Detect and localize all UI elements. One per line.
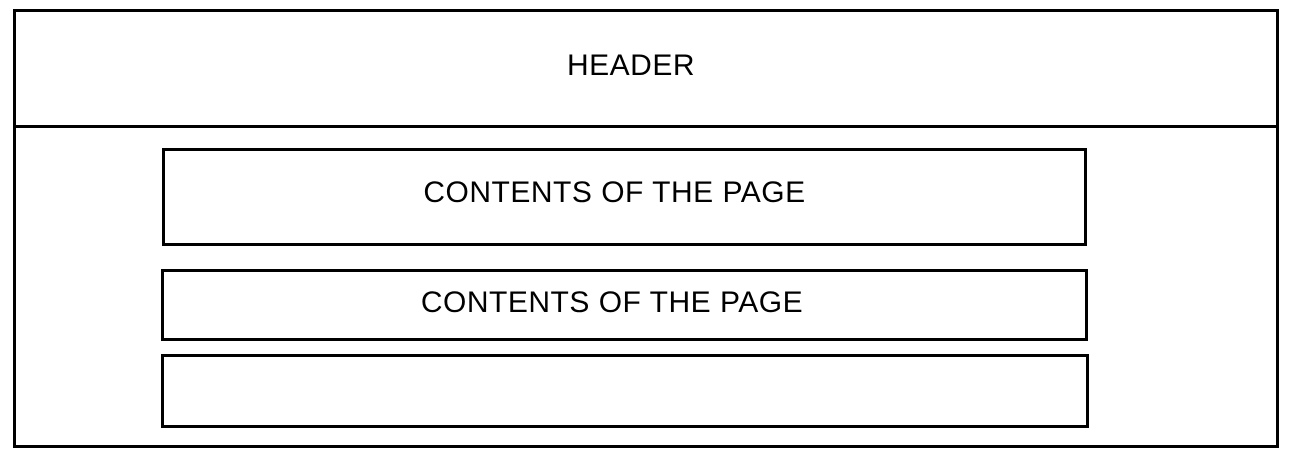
header-label: HEADER xyxy=(566,49,696,82)
header-section: HEADER xyxy=(16,12,1276,128)
content-block-label: CONTENTS OF THE PAGE xyxy=(423,176,806,209)
page-frame: HEADER CONTENTS OF THE PAGE CONTENTS OF … xyxy=(13,9,1279,448)
content-block-2: CONTENTS OF THE PAGE xyxy=(161,269,1088,341)
content-block-1: CONTENTS OF THE PAGE xyxy=(162,148,1087,246)
content-block-3-empty xyxy=(161,354,1089,428)
content-block-label: CONTENTS OF THE PAGE xyxy=(420,286,804,319)
